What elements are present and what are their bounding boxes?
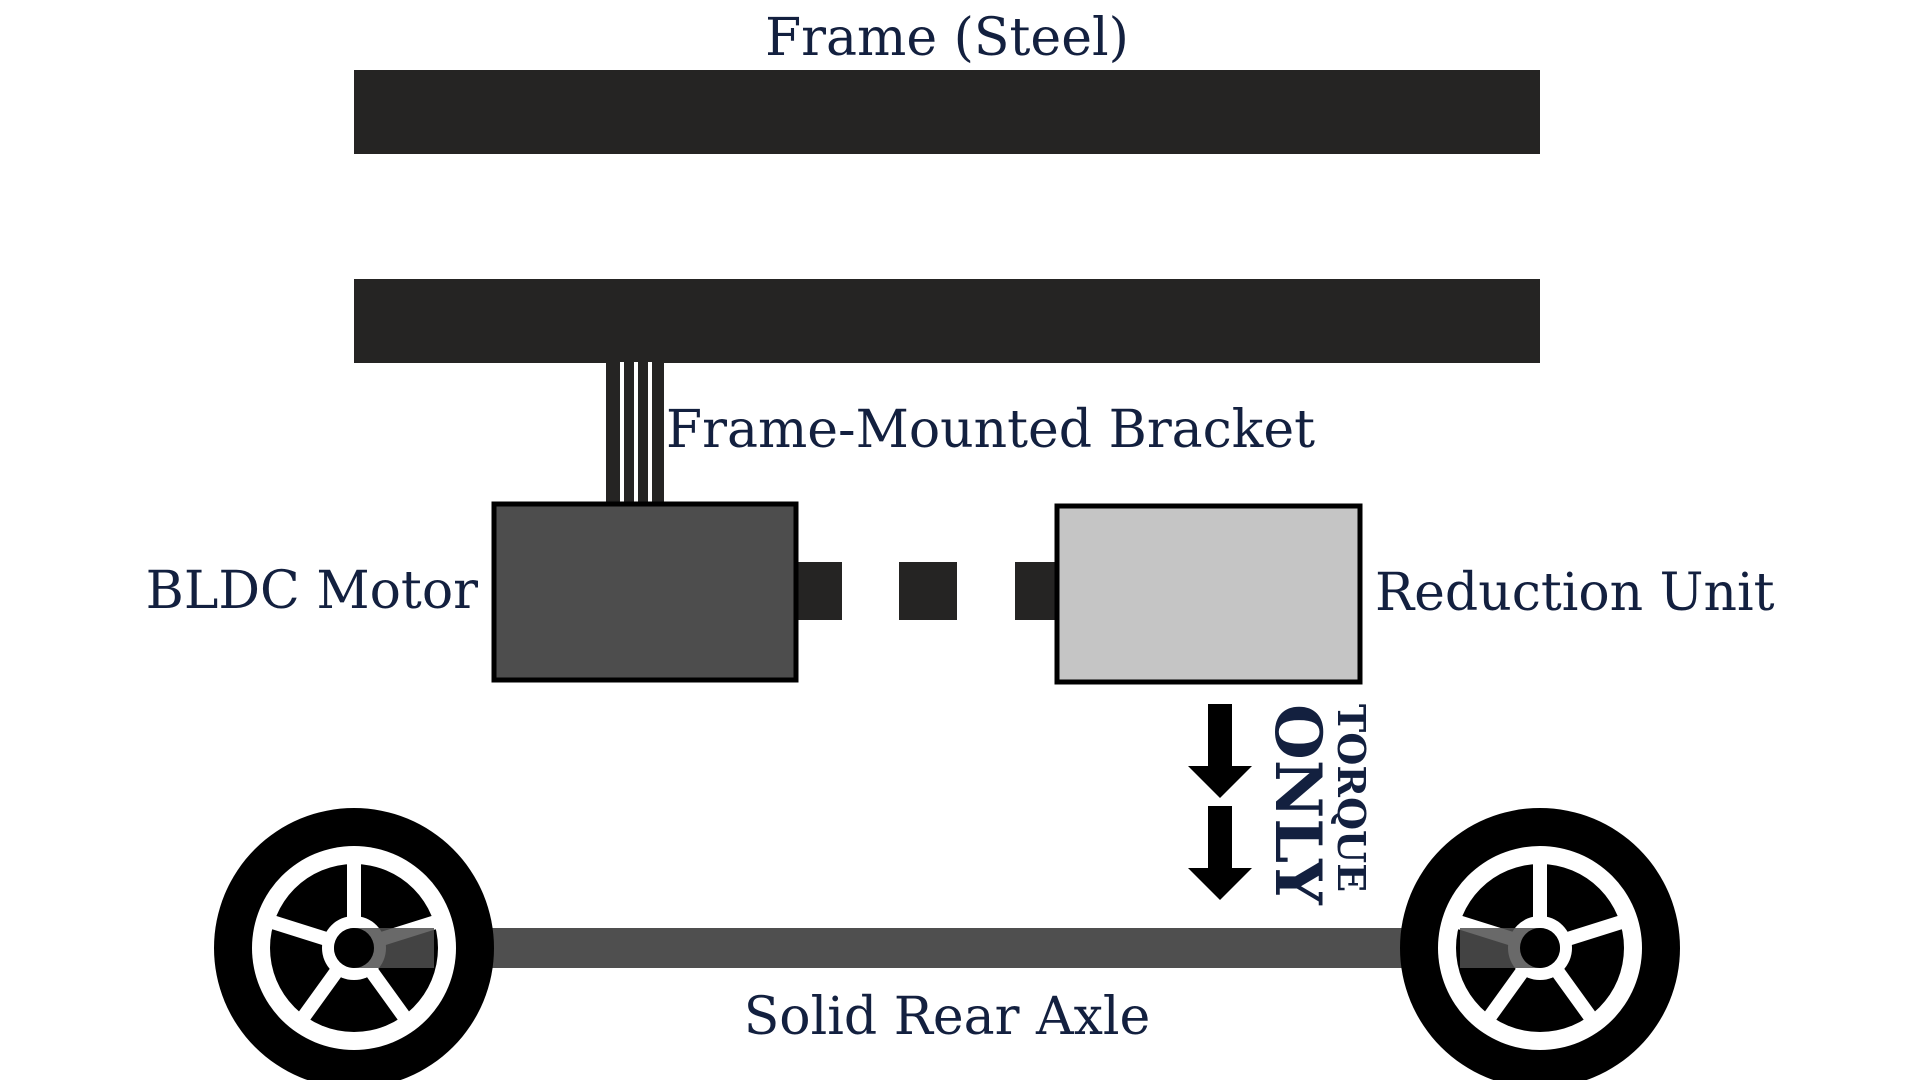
motor-label: BLDC Motor xyxy=(146,561,479,621)
frame-mounted-bracket xyxy=(606,362,664,504)
reduction-label: Reduction Unit xyxy=(1375,563,1775,623)
torque-label: TORQUE xyxy=(1329,704,1374,892)
reduction-unit-box xyxy=(1054,503,1363,685)
right-hub-cap xyxy=(1520,928,1560,968)
frame-rail-top xyxy=(354,70,1540,154)
axle-label: Solid Rear Axle xyxy=(744,987,1151,1047)
left-hub-cap xyxy=(334,928,374,968)
rear-axle xyxy=(354,928,1540,968)
torque-arrow-icon xyxy=(1188,704,1252,900)
drive-shaft-coupling xyxy=(796,562,1057,620)
bracket-label: Frame-Mounted Bracket xyxy=(666,400,1315,460)
frame-label: Frame (Steel) xyxy=(765,8,1129,68)
frame-rail-bottom xyxy=(354,279,1540,363)
only-label: ONLY xyxy=(1260,704,1335,906)
bldc-motor-box xyxy=(491,501,799,683)
